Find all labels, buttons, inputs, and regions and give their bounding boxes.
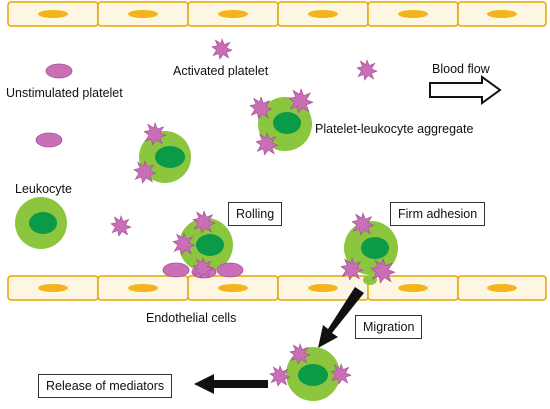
migrated-leukocyte	[269, 343, 352, 401]
migration-label: Migration	[355, 315, 423, 339]
blood-flow-label: Blood flow	[432, 62, 490, 76]
leukocyte-label: Leukocyte	[15, 182, 72, 196]
leukocyte-with-platelets	[133, 122, 191, 184]
adhered-leukocyte	[340, 212, 398, 285]
unstimulated-platelet-label: Unstimulated platelet	[6, 86, 123, 100]
blood-flow-arrow	[429, 75, 502, 105]
unstimulated-platelet	[45, 63, 73, 79]
aggregate-label: Platelet-leukocyte aggregate	[315, 122, 474, 136]
endothelium-bottom	[7, 275, 547, 301]
release-arrow	[194, 374, 268, 394]
activated-platelet-label: Activated platelet	[173, 64, 269, 78]
unstimulated-platelet	[35, 132, 63, 148]
activated-platelet	[211, 38, 233, 60]
endothelium-top	[7, 1, 547, 27]
rolling-label: Rolling	[228, 202, 283, 226]
endothelial-cells-label: Endothelial cells	[146, 311, 237, 325]
migration-arrow	[318, 287, 364, 348]
activated-platelet	[110, 215, 132, 237]
leukocyte-cell	[15, 197, 67, 249]
firm-adhesion-label: Firm adhesion	[390, 202, 486, 226]
release-label: Release of mediators	[38, 374, 173, 398]
activated-platelet	[356, 59, 378, 81]
rolling-leukocyte	[162, 210, 244, 279]
platelet-leukocyte-aggregate	[249, 88, 314, 156]
